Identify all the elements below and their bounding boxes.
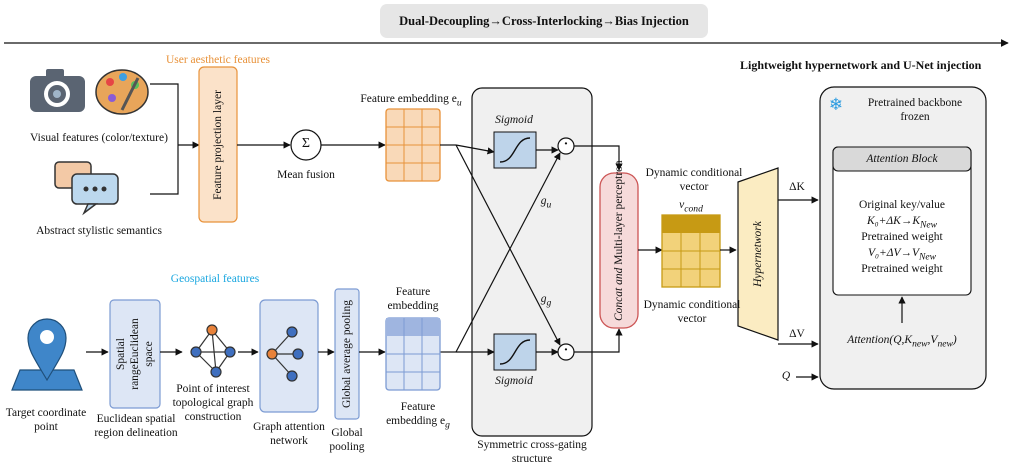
poi-graph-label: Point of interest topological graph cons… xyxy=(172,383,254,423)
poi-graph-icon xyxy=(190,324,236,378)
attn-line-3: Pretrained weight xyxy=(861,231,943,243)
pooling-box xyxy=(334,288,360,420)
spatial-range-label: Spatial rangeEuclidean space xyxy=(115,318,156,390)
cond-vector-grid xyxy=(661,214,721,288)
bottom-gate-to-mlp xyxy=(574,328,623,353)
projection-layer-label: Feature projection layer xyxy=(212,89,224,200)
title-banner-box xyxy=(380,4,708,38)
abstract-semantics-label: Abstract stylistic semantics xyxy=(36,225,162,237)
user-merge-bracket xyxy=(150,83,179,195)
chat-bubbles-icon xyxy=(54,161,119,216)
geo-embedding-label: Feature embedding eg xyxy=(386,401,450,431)
gate-gg-label: gg xyxy=(540,293,552,309)
user-cross-line xyxy=(455,144,561,346)
snowflake-icon: ❄ xyxy=(828,95,844,115)
mlp-label: Concat and Multi-layer perceptron xyxy=(613,159,625,321)
mean-fusion-label: Mean fusion xyxy=(277,169,335,181)
user-section-label: User aesthetic features xyxy=(165,54,271,66)
q-label: Q xyxy=(781,370,791,382)
geo-embedding-top-label: Feature embedding xyxy=(387,286,439,312)
camera-icon xyxy=(30,69,85,112)
delta-k-label: ΔK xyxy=(789,181,805,193)
attn-line-1: Original key/value xyxy=(859,199,945,211)
geo-embedding-grid xyxy=(385,317,441,391)
cond-vector-top-label: Dynamic conditional vector xyxy=(645,167,743,193)
user-embedding-label: Feature embedding eu xyxy=(360,93,462,109)
multiply-top-symbol: · xyxy=(563,137,569,152)
euclidean-label: Euclidean spatial region delineation xyxy=(94,413,178,439)
attention-block-header xyxy=(832,146,972,172)
cond-vector-symbol: vcond xyxy=(679,199,703,215)
sigmoid-top-label: Sigmoid xyxy=(495,114,533,126)
geo-cross-line xyxy=(455,152,561,353)
title-banner: Dual-Decoupling→Cross-Interlocking→Bias … xyxy=(399,14,689,28)
gat-graph-icon xyxy=(266,326,304,382)
top-gate-to-mlp xyxy=(574,145,623,171)
spatial-range-box xyxy=(109,299,161,409)
geo-section-label: Geospatial features xyxy=(170,273,260,285)
sigmoid-bottom-label: Sigmoid xyxy=(495,375,533,387)
attn-line-4: V₀+ΔV→VNew xyxy=(867,247,937,263)
sigmoid-top-box xyxy=(493,131,537,169)
pooling-box-label: Global average pooling xyxy=(341,300,353,408)
attn-line-5: Pretrained weight xyxy=(861,263,943,275)
cond-vector-bottom-label: Dynamic conditional vector xyxy=(643,299,741,325)
user-to-sigmoid xyxy=(455,144,495,155)
sum-symbol: Σ xyxy=(301,136,311,151)
palette-icon xyxy=(95,69,149,115)
gate-gu-label: gu xyxy=(540,195,552,211)
global-pooling-label: Global pooling xyxy=(329,427,365,453)
multiply-bottom-symbol: · xyxy=(563,343,569,358)
hypernetwork-label: Hypernetwork xyxy=(752,221,765,287)
right-heading: Lightweight hypernetwork and U-Net injec… xyxy=(740,58,982,72)
attn-line-2: K₀+ΔK→KNew xyxy=(866,215,938,231)
cross-gating-caption: Symmetric cross-gating structure xyxy=(477,439,587,465)
sigmoid-bottom-box xyxy=(493,333,537,371)
user-embedding-grid xyxy=(385,108,441,182)
visual-features-label: Visual features (color/texture) xyxy=(30,132,168,144)
backbone-title: Pretrained backbone frozen xyxy=(867,97,963,123)
attention-block-title: Attention Block xyxy=(866,153,938,165)
gat-label: Graph attention network xyxy=(253,421,325,447)
delta-v-label: ΔV xyxy=(789,328,805,340)
gat-box xyxy=(259,299,319,413)
target-point-label: Target coordinate point xyxy=(5,407,87,433)
location-pin-icon xyxy=(11,318,83,391)
attention-formula: Attention(Q,Knew,Vnew) xyxy=(847,334,957,350)
hypernetwork-shape xyxy=(737,167,779,341)
